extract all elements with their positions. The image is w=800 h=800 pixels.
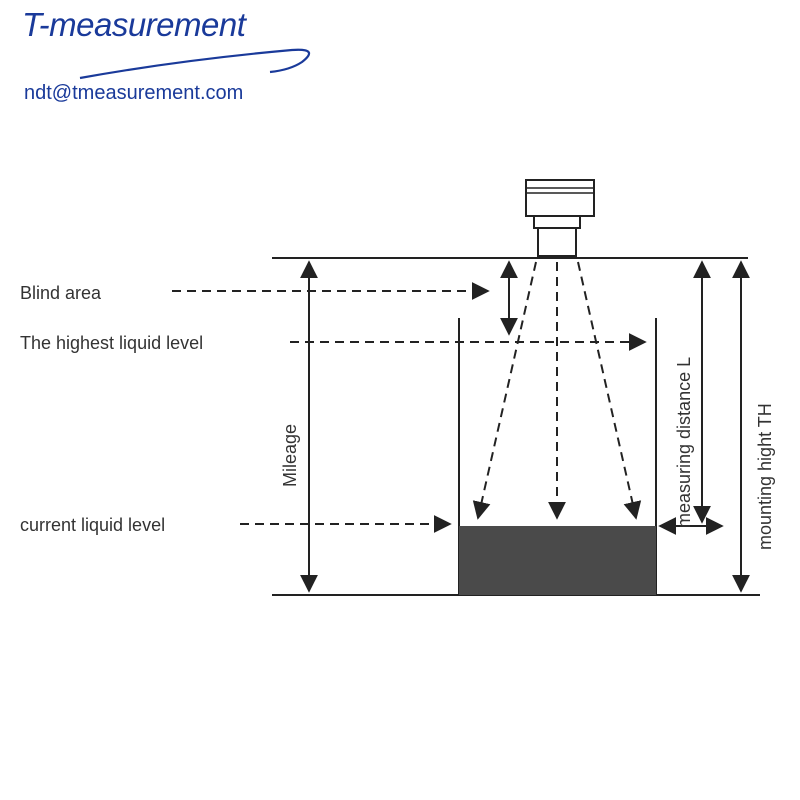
tank <box>458 318 657 595</box>
brand-swoosh <box>79 48 311 80</box>
highest-level-label: The highest liquid level <box>20 333 203 353</box>
ultrasonic-beam <box>472 261 642 520</box>
brand-logo: T-measurement <box>22 6 246 43</box>
liquid-fill <box>459 526 656 595</box>
mileage-label: Mileage <box>280 424 300 487</box>
contact-email: ndt@tmeasurement.com <box>24 82 244 104</box>
ultrasonic-sensor-icon <box>525 179 595 257</box>
measuring-distance-label: measuring distance L <box>674 357 694 528</box>
mounting-height-label: mounting hight TH <box>755 403 775 550</box>
current-level-label: current liquid level <box>20 515 165 535</box>
blind-area-label: Blind area <box>20 283 102 303</box>
